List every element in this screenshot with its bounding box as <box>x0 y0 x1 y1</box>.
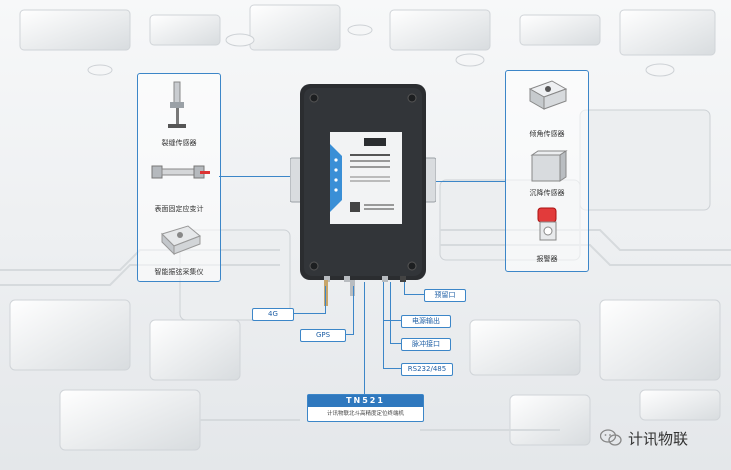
antenna-icon <box>324 280 355 306</box>
port-line-4g <box>293 313 325 314</box>
port-line-pulse <box>390 343 401 344</box>
product-title: TN521 <box>308 395 423 407</box>
brand-name: 计讯物联 <box>628 429 689 448</box>
alarm-icon <box>537 207 557 241</box>
port-line-rs <box>383 368 401 369</box>
port-tag-power: 电源输出 <box>401 315 451 328</box>
port-tag-4g: 4G <box>252 308 294 321</box>
sidebar-item-label: 表面固定应变计 <box>154 205 204 213</box>
crack-sensor-icon <box>168 81 186 128</box>
strain-gauge-icon <box>151 165 210 179</box>
left-sensor-panel: 裂缝传感器 表面固定应变计 智能振弦采集仪 <box>137 73 221 282</box>
product-card: TN521 计讯物联北斗高精度定位终端机 <box>307 394 424 422</box>
sidebar-item-label: 报警器 <box>536 255 558 263</box>
port-tag-rs: RS232/485 <box>401 363 453 376</box>
sidebar-item-label: 裂缝传感器 <box>161 139 197 147</box>
port-tag-pulse: 脉冲接口 <box>401 338 451 351</box>
right-connector-line <box>436 181 506 182</box>
port-line-pulse-v <box>390 282 391 344</box>
right-sensor-panel: 倾角传感器 沉降传感器 报警器 <box>505 70 589 272</box>
sidebar-item-label: 倾角传感器 <box>529 130 565 138</box>
vibrating-wire-collector-icon <box>161 225 201 256</box>
left-connector-line <box>219 176 297 177</box>
port-line-gps-v <box>353 286 354 335</box>
port-line-4g-v <box>325 286 326 314</box>
port-line-power-v <box>383 282 384 369</box>
sidebar-item-label: 智能振弦采集仪 <box>154 268 204 276</box>
footer-brand: 计讯物联 <box>600 428 688 448</box>
port-line-gps <box>345 334 353 335</box>
settlement-sensor-icon <box>530 150 568 182</box>
port-tag-gps: GPS <box>300 329 346 342</box>
tilt-sensor-icon <box>528 80 568 110</box>
port-line-card-v <box>364 282 365 394</box>
gnss-device-icon <box>290 84 436 282</box>
wechat-icon <box>600 429 622 446</box>
product-subtitle: 计讯物联北斗高精度定位终端机 <box>326 411 404 417</box>
port-line-reserved <box>404 294 424 295</box>
port-line-power <box>383 320 401 321</box>
sidebar-item-label: 沉降传感器 <box>529 189 565 197</box>
port-tag-reserved: 预留口 <box>424 289 466 302</box>
port-line-reserved-v <box>404 282 405 295</box>
